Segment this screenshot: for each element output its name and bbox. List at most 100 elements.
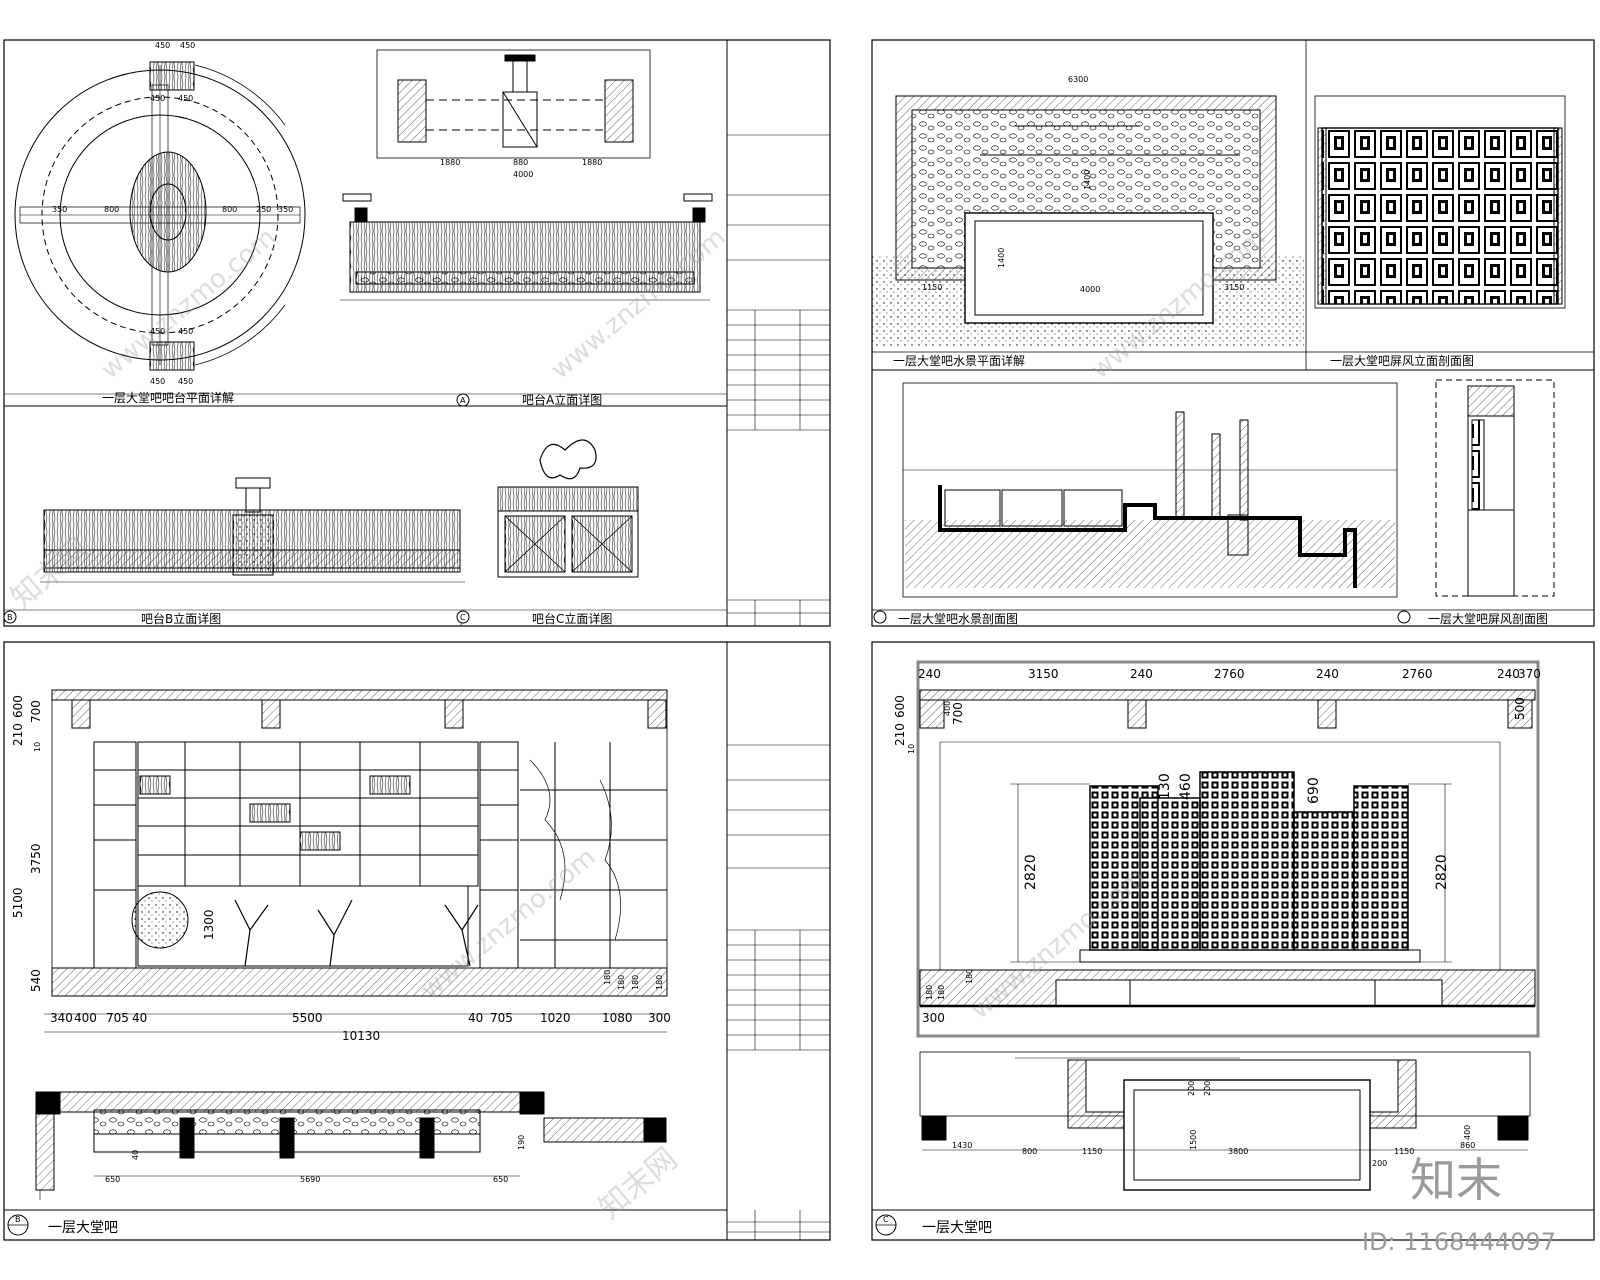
section-marker-a: A (456, 393, 470, 407)
caption-water-plan: 一层大堂吧水景平面详解 (893, 353, 1025, 368)
section-marker-c-bottom: C (875, 1214, 897, 1236)
dim-label: 700 (29, 700, 43, 723)
title-block (727, 134, 830, 626)
dim-label: 300 (922, 1011, 945, 1025)
dim-label: 450 (178, 377, 193, 386)
dim-label: 1080 (602, 1011, 633, 1025)
caption-bar-a: 吧台A立面详图 (522, 392, 602, 407)
screen-elevation-small (1314, 95, 1566, 309)
sheet-top-right: 6300 1150 4000 3150 1400 1400 (871, 39, 1595, 627)
dim-label: 860 (1460, 1141, 1475, 1150)
svg-text:C: C (460, 613, 466, 622)
dim-label: 600 (11, 695, 25, 718)
dim-label: 705 (106, 1011, 129, 1025)
sheet-bottom-right: 240 3150 240 2760 240 2760 240 370 600 4… (871, 641, 1595, 1241)
dim-label: 500 (1513, 697, 1527, 720)
dim-label: 180 (965, 969, 974, 984)
dim-label: 350 (52, 205, 67, 214)
dim-label: 450 (180, 41, 195, 50)
dim-label: 1150 (1394, 1147, 1414, 1156)
dim-label: 3800 (1228, 1147, 1248, 1156)
dim-label: 4000 (513, 170, 533, 179)
sheet-frame (3, 39, 831, 627)
dim-label: 10 (33, 742, 42, 752)
dim-label: 5500 (292, 1011, 323, 1025)
screen-plan-c (919, 1051, 1531, 1191)
dim-label: 690 (1306, 777, 1322, 804)
dim-label: 240 (1130, 667, 1153, 681)
dim-label: 180 (925, 985, 934, 1000)
dim-label: 180 (603, 970, 612, 985)
dim-label: 1430 (952, 1141, 972, 1150)
section-marker-c: C (456, 610, 470, 624)
dim-label: 200 (1187, 1081, 1196, 1096)
bar-counter-a-elevation (340, 193, 713, 301)
dim-screen-height: 2820 (1023, 854, 1039, 890)
dim-label: 250 (256, 205, 271, 214)
dim-label: 40 (132, 1011, 147, 1025)
dim-label: 450 (150, 94, 165, 103)
dim-label: 1400 (997, 248, 1006, 268)
dim-label: 3150 (1224, 283, 1244, 292)
caption-bar-b: 吧台B立面详图 (141, 611, 221, 626)
dim-label: 180 (617, 975, 626, 990)
screen-section (1435, 379, 1555, 597)
dim-label: 6300 (1068, 75, 1088, 84)
lobby-bar-elevation-b (44, 689, 668, 1033)
dim-label: 130 (1157, 773, 1173, 800)
caption-water-section: 一层大堂吧水景剖面图 (898, 612, 1018, 626)
dim-label: 450 (178, 94, 193, 103)
caption-bar-c: 吧台C立面详图 (532, 611, 612, 626)
dim-label: 450 (155, 41, 170, 50)
dim-label: 240 (1316, 667, 1339, 681)
watermark-id: ID: 1168444097 (1362, 1228, 1556, 1256)
dim-label: 1500 (1189, 1130, 1198, 1150)
bar-counter-a-plan (376, 49, 651, 159)
dim-label: 1300 (202, 909, 216, 940)
lobby-bar-plan (35, 1091, 667, 1200)
caption-lobby-bar-c: 一层大堂吧 (922, 1220, 992, 1236)
dim-label: 705 (490, 1011, 513, 1025)
dim-label: 3750 (29, 843, 43, 874)
caption-screen-elevation: 一层大堂吧屏风立面剖面图 (1330, 353, 1474, 368)
section-marker-top-right (873, 610, 1411, 624)
dim-label: 340 (50, 1011, 73, 1025)
dim-label: 540 (29, 969, 43, 992)
dim-label: 1880 (582, 158, 602, 167)
dim-label: 1150 (922, 283, 942, 292)
dim-label: 200 (1372, 1159, 1387, 1168)
dim-label: 400 (943, 701, 952, 716)
dim-label: 2760 (1214, 667, 1245, 681)
watermark-brand: 知末网 (593, 1141, 684, 1226)
bar-counter-round-plan (14, 61, 306, 371)
dim-label: 210 (11, 723, 25, 746)
dim-label: 10 (907, 744, 916, 754)
water-feature-plan (872, 95, 1304, 347)
dim-label: 450 (178, 327, 193, 336)
dim-label: 880 (513, 158, 528, 167)
title-block (727, 744, 830, 1240)
sheet-top-left: 450 450 450 450 350 800 800 250 350 450 … (3, 39, 831, 627)
dim-label: 1400 (1083, 170, 1092, 190)
dim-label: 1880 (440, 158, 460, 167)
dim-label: 180 (937, 985, 946, 1000)
dim-label: 700 (951, 702, 965, 725)
svg-text:B: B (15, 1215, 21, 1224)
dim-label: 40 (468, 1011, 483, 1025)
svg-text:B: B (7, 613, 13, 622)
dim-label: 180 (631, 975, 640, 990)
caption-lobby-bar-b: 一层大堂吧 (48, 1220, 118, 1236)
bar-counter-c-elevation (497, 439, 639, 578)
dim-label: 800 (1022, 1147, 1037, 1156)
svg-text:C: C (883, 1215, 889, 1224)
dim-label: 180 (655, 975, 664, 990)
dim-label: 3150 (1028, 667, 1059, 681)
dim-label: 1150 (1082, 1147, 1102, 1156)
section-marker-b-bottom: B (7, 1214, 29, 1236)
dim-label: 200 (1203, 1081, 1212, 1096)
dim-label: 370 (1518, 667, 1541, 681)
dim-label: 5100 (11, 887, 25, 918)
dim-label: 600 (893, 695, 907, 718)
caption-screen-section: 一层大堂吧屏风剖面图 (1428, 612, 1548, 626)
